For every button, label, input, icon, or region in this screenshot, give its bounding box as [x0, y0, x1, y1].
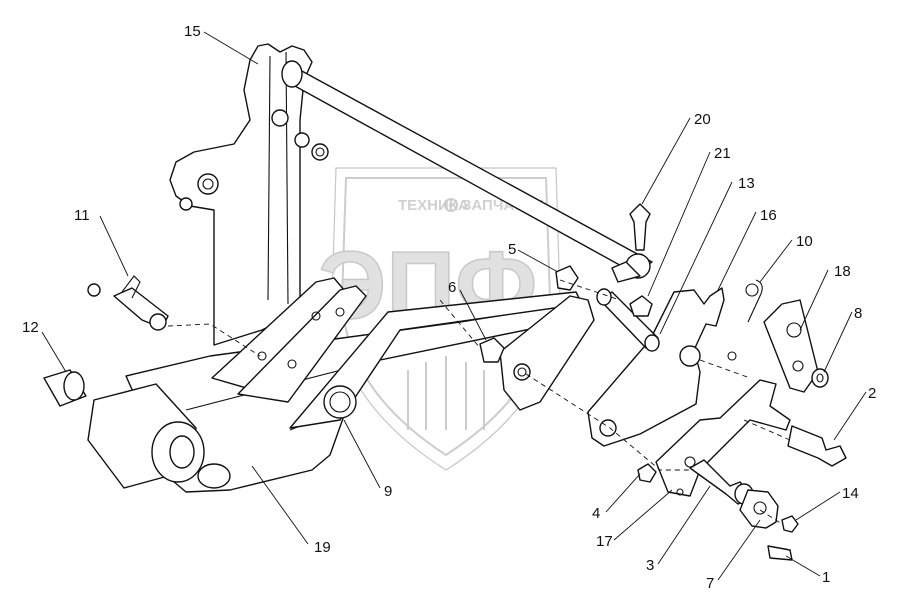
- callout-11: 11: [74, 207, 90, 224]
- callout-3: 3: [646, 557, 654, 574]
- callout-14: 14: [842, 485, 859, 502]
- nut-21: [629, 295, 653, 317]
- callout-18: 18: [834, 263, 851, 280]
- callout-7: 7: [706, 575, 714, 592]
- gear-icon: [444, 198, 458, 212]
- nut-4: [637, 463, 657, 483]
- washer-8: [811, 368, 829, 388]
- callout-13: 13: [738, 175, 755, 192]
- callouts: 15 20 21 13 16 10 18 8 2 14 1 7 3 17 4 5…: [22, 23, 876, 592]
- callout-15: 15: [184, 23, 201, 40]
- callout-4: 4: [592, 505, 600, 522]
- callout-5: 5: [508, 241, 516, 258]
- bushing-9: [323, 385, 357, 419]
- callout-19: 19: [314, 539, 331, 556]
- leader-lines: [41, 31, 867, 581]
- nut-14: [781, 515, 799, 533]
- right-brace-plate: [499, 295, 595, 411]
- callout-21: 21: [714, 145, 731, 162]
- callout-16: 16: [760, 207, 777, 224]
- callout-12: 12: [22, 319, 39, 336]
- bolt-2: [787, 425, 847, 467]
- nut-6: [479, 337, 505, 363]
- callout-20: 20: [694, 111, 711, 128]
- watermark-wheat-icon: [407, 356, 485, 430]
- callout-6: 6: [448, 279, 456, 296]
- assembly-lines: [167, 279, 791, 525]
- callout-9: 9: [384, 483, 392, 500]
- clip-10: [747, 279, 763, 323]
- callout-17: 17: [596, 533, 613, 550]
- bolt-20: [629, 203, 651, 251]
- callout-10: 10: [796, 233, 813, 250]
- plate-18: [763, 299, 819, 393]
- watermark-line1: ТЕХНИКА: [398, 197, 469, 214]
- lock-plate-7: [739, 489, 779, 529]
- hook-plate: [587, 287, 725, 447]
- callout-8: 8: [854, 305, 862, 322]
- callout-2: 2: [868, 385, 876, 402]
- frame-upright: [169, 43, 313, 346]
- callout-1: 1: [822, 569, 830, 586]
